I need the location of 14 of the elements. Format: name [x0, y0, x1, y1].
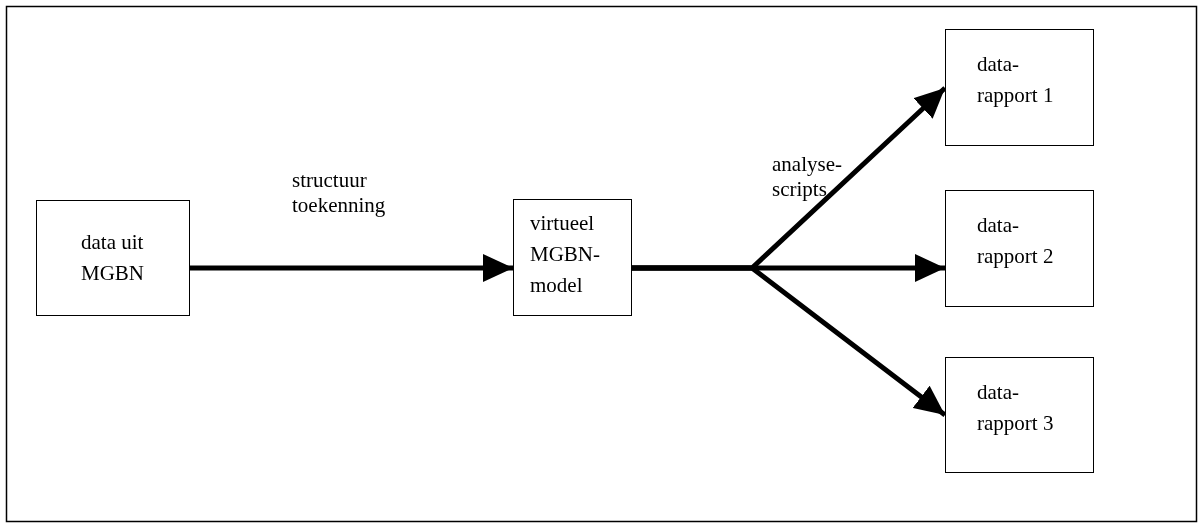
process-box: [945, 357, 1094, 473]
process-box: [36, 200, 190, 316]
process-box: [945, 29, 1094, 146]
process-box: [513, 199, 632, 316]
arrow: [632, 265, 947, 417]
edge-label: structuur toekenning: [292, 168, 387, 218]
edge-label: analyse- scripts: [772, 152, 843, 202]
box-label: data- rapport 3: [977, 379, 1055, 437]
box-label: data- rapport 1: [977, 51, 1055, 109]
arrow: [190, 254, 513, 282]
process-box: [945, 190, 1094, 307]
box-label: data uit MGBN: [81, 229, 145, 287]
box-label: data- rapport 2: [977, 212, 1055, 270]
box-label: virtueel MGBN- model: [530, 210, 601, 299]
